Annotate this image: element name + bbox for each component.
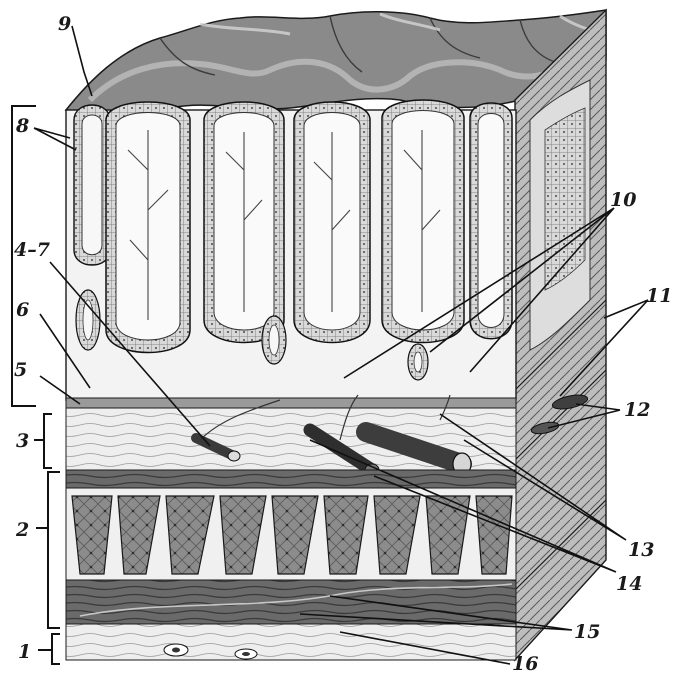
- label-1: 1: [18, 641, 31, 663]
- label-12: 12: [624, 399, 650, 421]
- serosa: [66, 624, 516, 660]
- villus-3: [204, 102, 284, 343]
- bracket-3: [34, 414, 52, 468]
- label-16: 16: [512, 653, 538, 675]
- label-10: 10: [610, 189, 636, 211]
- villus-2: [106, 102, 190, 353]
- label-11: 11: [646, 285, 672, 307]
- label-8: 8: [15, 115, 29, 137]
- label-5: 5: [14, 359, 27, 381]
- label-13: 13: [628, 539, 654, 561]
- label-3: 3: [16, 430, 29, 452]
- villus-1: [74, 105, 110, 265]
- muscularis-externa: [66, 470, 516, 624]
- label-6: 6: [16, 299, 29, 321]
- label-2: 2: [15, 519, 29, 541]
- label-15: 15: [574, 621, 600, 643]
- label-14: 14: [616, 573, 642, 595]
- villus-5: [382, 100, 464, 343]
- bracket-1: [38, 634, 60, 664]
- label-4-7: 4–7: [14, 239, 50, 261]
- label-9: 9: [58, 13, 71, 35]
- bracket-2: [36, 472, 60, 628]
- villus-4: [294, 102, 370, 343]
